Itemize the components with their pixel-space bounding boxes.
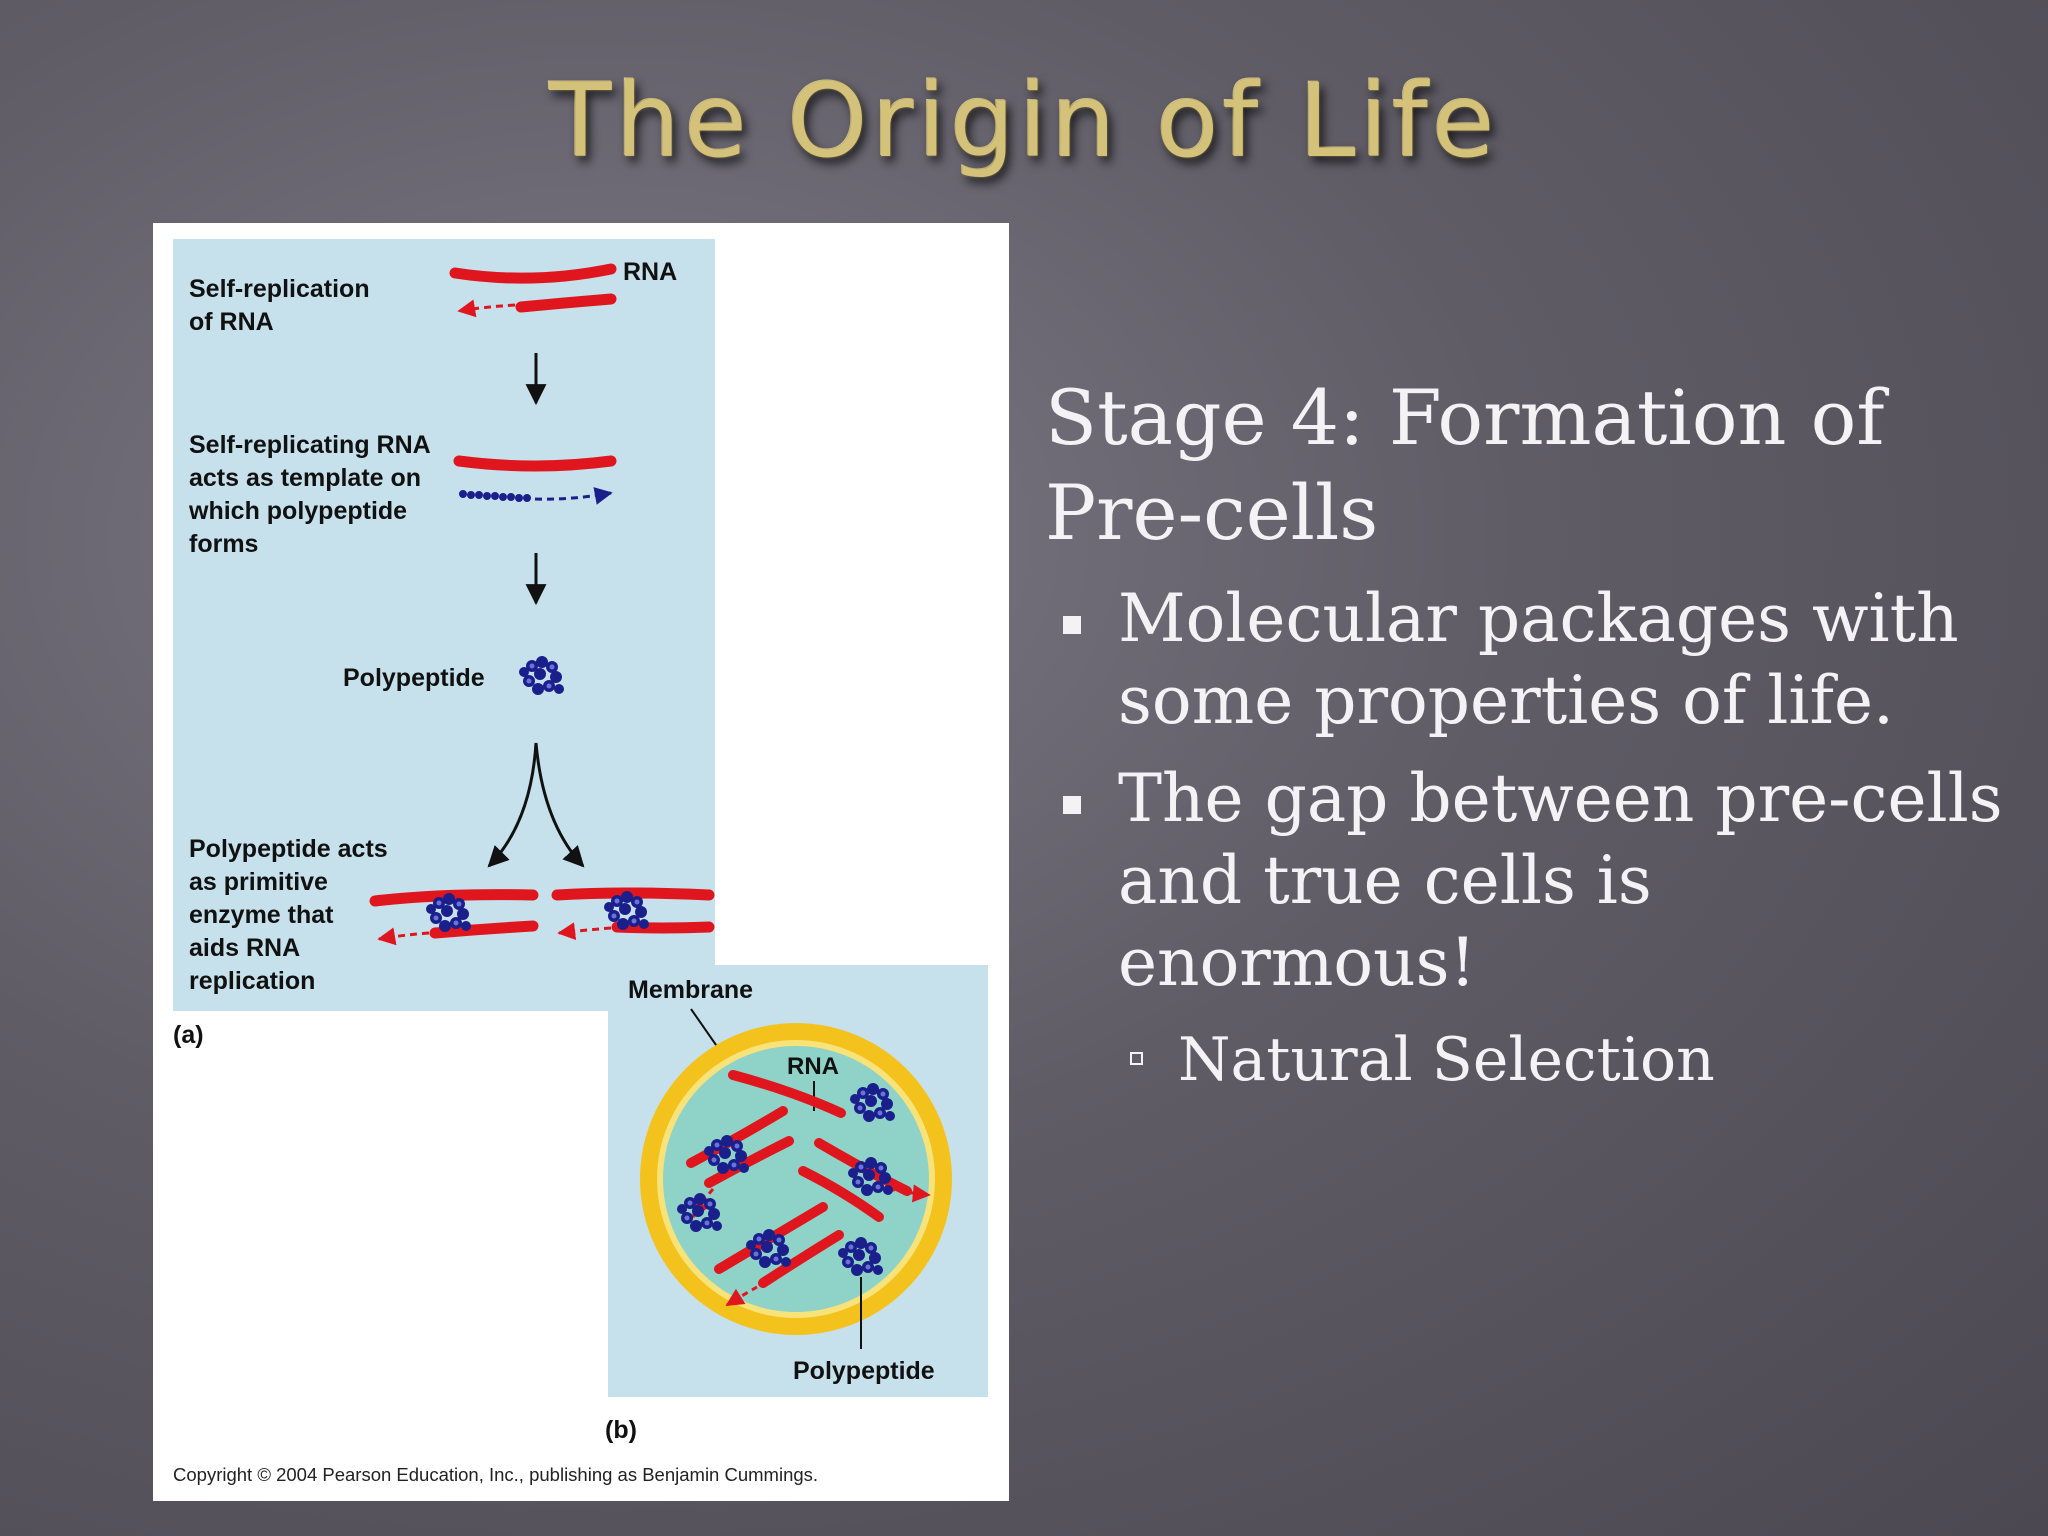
step3-label-line2: as primitive (189, 868, 328, 896)
copyright-notice: Copyright © 2004 Pearson Education, Inc.… (173, 1464, 818, 1485)
cell-replication-complex-2 (798, 1138, 931, 1222)
slide-title: The Origin of Life (549, 62, 1499, 181)
step3-label-line3: enzyme that (189, 901, 334, 929)
polypeptide-label: Polypeptide (343, 664, 485, 692)
rna-strand-bottom (515, 293, 617, 313)
panel-a-background (173, 239, 715, 1011)
panel-b-rna-label: RNA (787, 1053, 839, 1080)
panel-b-caption: (b) (605, 1416, 637, 1444)
bullet-list: Molecular packages with some properties … (1045, 578, 2025, 1100)
step3-label-line4: aids RNA (189, 934, 300, 962)
step2-label-line4: forms (189, 530, 258, 558)
step2-label-line1: Self-replicating RNA (189, 431, 431, 459)
bullet-item: Molecular packages with some properties … (1045, 578, 2025, 742)
step3-label-line1: Polypeptide acts (189, 835, 388, 863)
enzyme-complex-right (551, 887, 715, 941)
cell-replication-complex-3 (714, 1202, 844, 1307)
square-bullet-icon (963, 406, 997, 440)
fork-arrow-left (487, 742, 538, 868)
membrane-label: Membrane (628, 976, 753, 1004)
step1-label-line1: Self-replication (189, 275, 370, 303)
cell-rna-1 (728, 1070, 846, 1118)
step3-label-line5: replication (189, 967, 315, 995)
sub-bullet-item: Natural Selection (1118, 1020, 2025, 1100)
step2-label-line2: acts as template on (189, 464, 421, 492)
cell-replication-complex-1 (686, 1106, 794, 1219)
enzyme-complex-left (369, 889, 539, 946)
rna-label: RNA (623, 258, 677, 286)
panel-b-polypeptide-label: Polypeptide (793, 1357, 935, 1385)
replication-arrow (457, 299, 516, 318)
origin-of-life-figure: Self-replication of RNA RNA Self-replica… (153, 223, 1009, 1501)
polypeptide-growth-arrow (534, 487, 613, 505)
bullet-item: The gap between pre-cells and true cells… (1045, 758, 2025, 1004)
forming-polypeptide-chain (459, 490, 531, 502)
panel-a-caption: (a) (173, 1021, 204, 1049)
slide-content: Stage 4: Formation of Pre-cells Molecula… (963, 370, 2025, 1100)
template-rna-strand (453, 455, 617, 472)
step1-label-line2: of RNA (189, 308, 274, 336)
fork-arrow-right (534, 742, 585, 868)
slide-heading: Stage 4: Formation of Pre-cells (1045, 373, 1885, 557)
step2-label-line3: which polypeptide (188, 497, 407, 525)
rna-strand-top (449, 263, 617, 284)
